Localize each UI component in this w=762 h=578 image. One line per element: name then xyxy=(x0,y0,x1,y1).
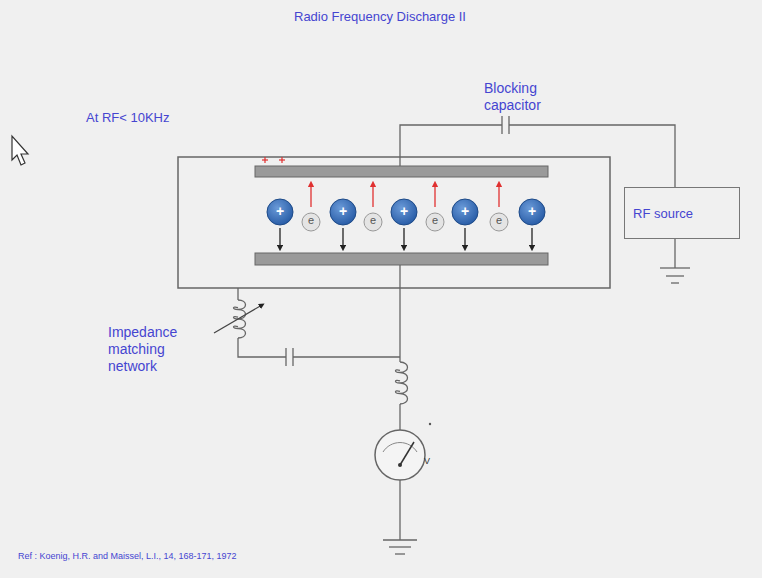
ion-charge: + xyxy=(519,203,545,220)
ion-charge: + xyxy=(330,203,356,220)
electron-symbol: e xyxy=(489,214,509,227)
condition-label: At RF< 10KHz xyxy=(86,110,226,126)
ion-charge: + xyxy=(267,203,293,220)
electron-symbol: e xyxy=(425,214,445,227)
network-label: Impedance matching network xyxy=(108,324,203,374)
reference-caption: Ref : Koenig, H.R. and Maissel, L.I., 14… xyxy=(18,551,418,562)
plasma-particles xyxy=(267,184,545,248)
source-box: RF source xyxy=(624,187,740,239)
bottom-electrode xyxy=(255,253,548,265)
diagram-title: Radio Frequency Discharge II xyxy=(200,9,560,25)
electron-symbol: e xyxy=(301,214,321,227)
meter-label: V xyxy=(424,456,444,467)
ion-charge: + xyxy=(452,203,478,220)
voltmeter xyxy=(375,423,431,480)
inductor-coil xyxy=(234,300,408,404)
charge-marks xyxy=(262,157,285,163)
mouse-cursor xyxy=(12,136,28,165)
top-electrode xyxy=(255,166,548,177)
ion-charge: + xyxy=(391,203,417,220)
capacitor-label: Blocking capacitor xyxy=(484,80,574,114)
source-label: RF source xyxy=(625,206,701,221)
vacuum-chamber xyxy=(178,157,610,288)
electron-symbol: e xyxy=(363,214,383,227)
wiring xyxy=(238,116,690,554)
variable-arrow xyxy=(214,305,262,333)
